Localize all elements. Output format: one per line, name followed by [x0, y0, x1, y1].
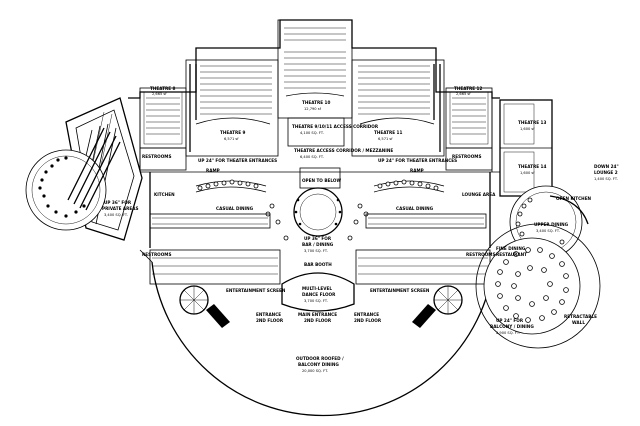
dance-floor: MULTI-LEVEL DANCE FLOOR 3,700 SQ. FT. MA…	[281, 272, 355, 323]
private-areas-label-a: UP 36" FOR	[104, 200, 132, 205]
theatre-11-area: 6,571 sf	[378, 137, 393, 141]
theatre-13-area: 1,600 sf	[520, 127, 535, 131]
restrooms-left: RESTROOMS	[142, 154, 171, 159]
ramp-right-label: RAMP	[410, 168, 424, 173]
up-24-right-label: UP 24" FOR THEATER ENTRANCES	[378, 158, 457, 163]
theatre-access-label: THEATRE ACCESS CORRIDOR / MEZZANINE	[294, 148, 393, 153]
entrance-right-label-b: 2ND FLOOR	[354, 318, 382, 323]
main-entrance-floor: 2ND FLOOR	[304, 318, 332, 323]
theatre-10-area: 12,790 sf	[304, 107, 322, 111]
open-kitchen-label: OPEN KITCHEN	[556, 196, 592, 201]
bar-counters: RESTROOMS RESTROOMS	[142, 213, 495, 285]
up-36-area: 3,700 SQ. FT.	[304, 249, 328, 253]
theatre-13-label: THEATRE 13	[518, 120, 546, 125]
entrance-right-label-a: ENTRANCE	[354, 312, 379, 317]
multi-level-area: 3,700 SQ. FT.	[304, 299, 328, 303]
access-corridor-area: 4,100 SQ. FT.	[300, 131, 324, 135]
casual-dining-left: CASUAL DINING	[216, 206, 254, 211]
dining-seating-left	[195, 179, 267, 193]
down-24-label-a: DOWN 24"	[594, 164, 619, 169]
theatres-13-14: THEATRE 13 1,600 sf THEATRE 14 1,600 sf	[499, 99, 553, 197]
entertainment-screen-left: ENTERTAINMENT SCREEN	[226, 288, 286, 293]
access-corridor: THEATRE 9/10/11 ACCESS CORRIDOR 4,100 SQ…	[287, 117, 393, 159]
balcony-label-a: UP 24" FOR	[496, 318, 524, 323]
fine-dining-label-a: FINE DINING	[496, 246, 526, 251]
main-entrance-label: MAIN ENTRANCE	[298, 312, 337, 317]
ramp-left-label: RAMP	[206, 168, 220, 173]
theatre-12: THEATRE 12 2,665 sf	[445, 86, 493, 149]
down-24-area: 1,400 SQ. FT.	[594, 177, 618, 181]
outdoor-balcony-outline	[139, 249, 501, 417]
private-areas-label-b: PRIVATE AREAS	[102, 206, 138, 211]
multi-level-label-a: MULTI-LEVEL	[302, 286, 332, 291]
entertainment-screen-right: ENTERTAINMENT SCREEN	[370, 288, 430, 293]
retractable-label-b: WALL	[572, 320, 585, 325]
restrooms-mid-left: RESTROOMS	[142, 252, 171, 257]
left-round-lounge	[25, 127, 121, 231]
up-24-left-label: UP 24" FOR THEATER ENTRANCES	[198, 158, 277, 163]
private-areas-area: 3,400 SQ. FT.	[104, 213, 128, 217]
balcony-label-b: BALCONY / DINING	[490, 324, 534, 329]
theatre-9-area: 6,571 sf	[224, 137, 239, 141]
theatre-8-label: THEATRE 8	[150, 86, 176, 91]
outdoor-label-a: OUTDOOR ROOFED /	[296, 356, 344, 361]
kitchen-label: KITCHEN	[154, 192, 175, 197]
central-atrium: OPEN TO BELOW UP 36" FOR BAR / DINING 3,…	[293, 167, 343, 267]
upper-dining-area: 3,400 SQ. FT.	[536, 229, 560, 233]
right-fine-dining: FINE DINING RESTAURANT UP 24" FOR BALCON…	[475, 223, 601, 349]
theatre-10-label: THEATRE 10	[302, 100, 330, 105]
mezzanine-floor: UP 24" FOR THEATER ENTRANCES UP 24" FOR …	[140, 158, 500, 248]
entrance-left-label-b: 2ND FLOOR	[256, 318, 284, 323]
theatre-9-label: THEATRE 9	[220, 130, 246, 135]
theatre-11-label: THEATRE 11	[374, 130, 402, 135]
upper-dining-label: UPPER DINING	[534, 222, 569, 227]
atrium-seating	[265, 203, 369, 241]
theatre-8-area: 2,665 sf	[152, 92, 167, 96]
theatre-12-area: 2,665 sf	[456, 92, 471, 96]
spiral-stair-left	[179, 285, 230, 328]
theatre-14-label: THEATRE 14	[518, 164, 546, 169]
fine-dining-label-b: RESTAURANT	[496, 252, 527, 257]
theatre-11: THEATRE 11 6,571 sf	[351, 59, 445, 157]
down-lounge: DOWN 24" LOUNGE 2 1,400 SQ. FT.	[594, 164, 619, 181]
theatre-14-area: 1,600 sf	[520, 171, 535, 175]
lounge-label: LOUNGE AREA	[462, 192, 496, 197]
access-corridor-label: THEATRE 9/10/11 ACCESS CORRIDOR	[292, 124, 379, 129]
outdoor-label-b: BALCONY DINING	[298, 362, 339, 367]
theatre-8: THEATRE 8 2,665 sf	[139, 86, 187, 149]
casual-dining-right: CASUAL DINING	[396, 206, 434, 211]
up-36-label-a: UP 36" FOR	[304, 236, 332, 241]
theatre-10: THEATRE 10 12,790 sf	[277, 19, 353, 119]
bar-booth-label: BAR BOOTH	[304, 262, 332, 267]
up-36-label-b: BAR / DINING	[302, 242, 334, 247]
theatre-12-label: THEATRE 12	[454, 86, 482, 91]
dining-seating-right	[373, 179, 445, 193]
spiral-stair-right	[412, 285, 463, 328]
multi-level-label-b: DANCE FLOOR	[302, 292, 336, 297]
down-24-label-b: LOUNGE 2	[594, 170, 618, 175]
theatre-access-area: 6,400 SQ. FT.	[300, 155, 324, 159]
retractable-label-a: RETRACTABLE	[564, 314, 597, 319]
theatre-9: THEATRE 9 6,571 sf	[185, 59, 279, 157]
outdoor-area: 20,000 SQ. FT.	[302, 369, 328, 373]
open-to-below-label: OPEN TO BELOW	[302, 178, 341, 183]
balcony-area: 2,900 SQ. FT.	[496, 331, 520, 335]
entrance-left-label-a: ENTRANCE	[256, 312, 281, 317]
restrooms-right: RESTROOMS	[452, 154, 481, 159]
restrooms-mid-right: RESTROOMS	[466, 252, 495, 257]
